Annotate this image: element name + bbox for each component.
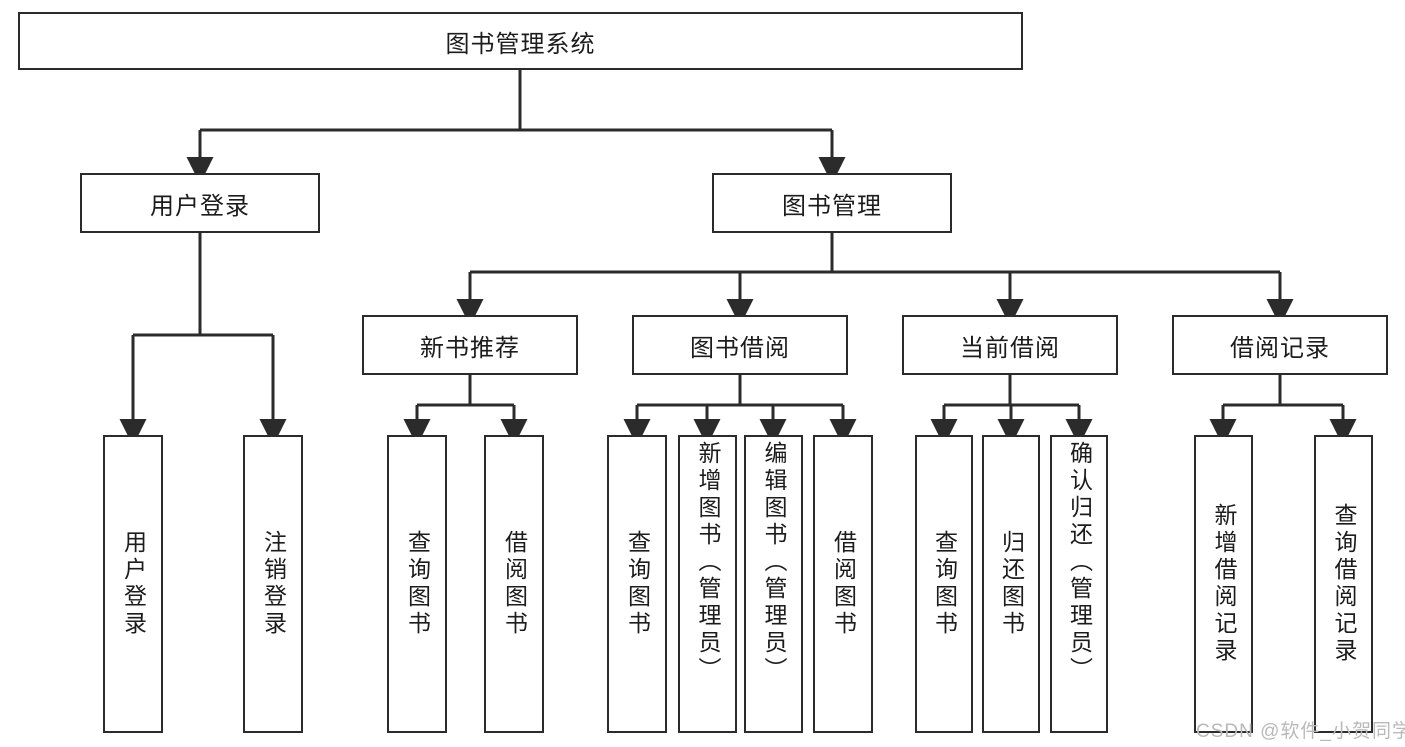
node-leaf-query-borrow-record[interactable]: 查询借阅记录	[1314, 435, 1373, 733]
node-new-book-recommend[interactable]: 新书推荐	[362, 315, 578, 375]
node-leaf-query-book-newbook-label: 查询图书	[404, 530, 431, 638]
node-user-login[interactable]: 用户登录	[80, 173, 320, 233]
node-leaf-query-book-borrow[interactable]: 查询图书	[607, 435, 667, 733]
node-borrow-record[interactable]: 借阅记录	[1172, 315, 1388, 375]
node-leaf-return-book-label: 归还图书	[998, 530, 1025, 638]
node-current-borrow-label: 当前借阅	[960, 334, 1060, 362]
node-leaf-add-borrow-record-label: 新增借阅记录	[1211, 503, 1237, 665]
watermark-text: CSDN @软件_小贺同学	[1196, 721, 1405, 742]
node-leaf-query-book-borrow-label: 查询图书	[624, 530, 651, 638]
node-leaf-add-book-admin[interactable]: 新增图书（管理员）	[678, 435, 737, 733]
node-borrow-record-label: 借阅记录	[1230, 334, 1330, 362]
node-leaf-confirm-return-admin[interactable]: 确认归还（管理员）	[1050, 435, 1108, 733]
node-book-borrow-label: 图书借阅	[690, 334, 790, 362]
node-leaf-add-borrow-record[interactable]: 新增借阅记录	[1194, 435, 1253, 733]
node-leaf-logout[interactable]: 注销登录	[243, 435, 303, 733]
node-root-label: 图书管理系统	[445, 30, 596, 58]
node-book-management-label: 图书管理	[782, 192, 882, 220]
node-leaf-query-book-current-label: 查询图书	[931, 530, 958, 638]
node-leaf-edit-book-admin-label: 编辑图书（管理员）	[761, 441, 787, 684]
node-user-login-label: 用户登录	[150, 192, 250, 220]
node-leaf-add-book-admin-label: 新增图书（管理员）	[695, 441, 721, 684]
node-book-borrow[interactable]: 图书借阅	[632, 315, 848, 375]
node-leaf-query-book-newbook[interactable]: 查询图书	[387, 435, 447, 733]
node-new-book-recommend-label: 新书推荐	[420, 334, 520, 362]
node-leaf-borrow-book[interactable]: 借阅图书	[813, 435, 873, 733]
node-root-system[interactable]: 图书管理系统	[18, 12, 1023, 70]
node-leaf-confirm-return-admin-label: 确认归还（管理员）	[1066, 441, 1093, 684]
node-leaf-borrow-book-newbook[interactable]: 借阅图书	[484, 435, 544, 733]
node-leaf-borrow-book-newbook-label: 借阅图书	[501, 530, 528, 638]
node-book-management[interactable]: 图书管理	[712, 173, 952, 233]
node-leaf-edit-book-admin[interactable]: 编辑图书（管理员）	[744, 435, 803, 733]
node-leaf-return-book[interactable]: 归还图书	[982, 435, 1040, 733]
node-current-borrow[interactable]: 当前借阅	[902, 315, 1118, 375]
node-leaf-query-borrow-record-label: 查询借阅记录	[1331, 503, 1357, 665]
node-leaf-logout-label: 注销登录	[260, 530, 287, 638]
node-leaf-borrow-book-label: 借阅图书	[830, 530, 857, 638]
node-leaf-user-login-label: 用户登录	[120, 530, 147, 638]
node-leaf-user-login[interactable]: 用户登录	[103, 435, 163, 733]
node-leaf-query-book-current[interactable]: 查询图书	[915, 435, 973, 733]
